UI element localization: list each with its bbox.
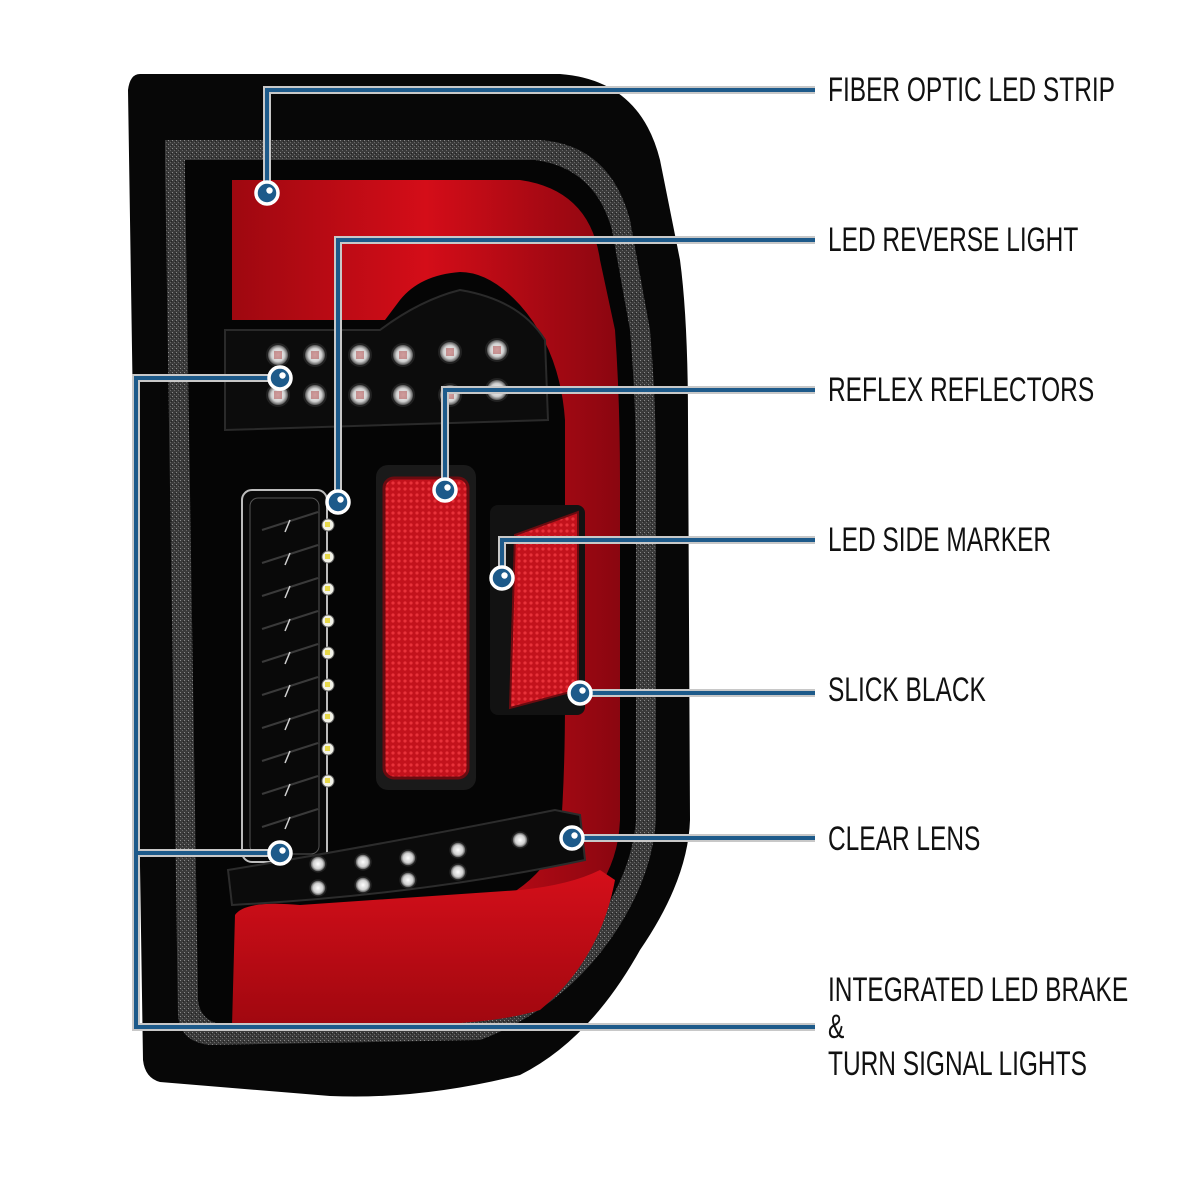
label-clear-lens: CLEAR LENS [828, 820, 981, 858]
light-bar-bottom [232, 870, 615, 1026]
led [511, 831, 529, 849]
label-led-side-marker: LED SIDE MARKER [828, 521, 1052, 559]
side-marker [490, 505, 585, 715]
label-integrated-led-brake-turn-signal: INTEGRATED LED BRAKE & TURN SIGNAL LIGHT… [828, 971, 1129, 1083]
reverse-highlight [284, 618, 291, 632]
led-chip [311, 351, 319, 359]
callout-dot-icon [567, 680, 593, 706]
led-chip [446, 348, 454, 356]
dot-highlight [279, 847, 286, 854]
reverse-highlight [284, 684, 291, 698]
reverse-highlight [284, 816, 291, 830]
reverse-led-chip [325, 618, 330, 623]
reverse-led-chip [325, 714, 330, 719]
reverse-led-chip [325, 778, 330, 783]
reverse-light-panel [241, 489, 335, 863]
dot-highlight [579, 687, 586, 694]
leader-fiber-optic [265, 88, 815, 193]
reverse-highlight [284, 783, 291, 797]
led [309, 879, 327, 897]
callout-dots [254, 180, 593, 866]
reverse-led-chip [325, 650, 330, 655]
led-chip [356, 391, 364, 399]
label-reflex-reflectors: REFLEX REFLECTORS [828, 371, 1095, 409]
reverse-led-chip [325, 554, 330, 559]
reflex-reflector [376, 465, 476, 790]
callout-dot-icon [489, 565, 515, 591]
dot-slick-black [567, 680, 593, 706]
reverse-led-chip [325, 682, 330, 687]
led-chip [446, 391, 454, 399]
lower-led-cluster [226, 808, 587, 907]
reverse-led-chip [325, 746, 330, 751]
callout-dot-icon [267, 840, 293, 866]
leader-integrated-a [134, 376, 815, 1029]
led-chip [274, 351, 282, 359]
label-fiber-optic-led-strip: FIBER OPTIC LED STRIP [828, 71, 1116, 109]
reverse-highlight [284, 519, 291, 533]
reverse-highlight [284, 585, 291, 599]
led [309, 855, 327, 873]
led [449, 841, 467, 859]
upper-led-cluster [224, 288, 550, 432]
dot-integrated-lower [267, 840, 293, 866]
callout-dot-icon [267, 365, 293, 391]
led-chip [311, 391, 319, 399]
reverse-led-chip [325, 586, 330, 591]
dot-reverse [325, 489, 351, 515]
label-slick-black: SLICK BLACK [828, 671, 986, 709]
reverse-highlight [284, 750, 291, 764]
dot-highlight [266, 187, 273, 194]
dot-highlight [444, 484, 451, 491]
led [449, 863, 467, 881]
dot-clear-lens [559, 825, 585, 851]
dot-reflex [432, 477, 458, 503]
dot-highlight [571, 832, 578, 839]
reverse-highlight [284, 717, 291, 731]
dot-side-marker [489, 565, 515, 591]
led [399, 871, 417, 889]
dot-highlight [279, 372, 286, 379]
led-chip [493, 346, 501, 354]
led [354, 876, 372, 894]
leader-reflex [443, 388, 815, 490]
label-led-reverse-light: LED REVERSE LIGHT [828, 221, 1079, 259]
dot-highlight [501, 572, 508, 579]
dot-highlight [337, 496, 344, 503]
led-chip [399, 351, 407, 359]
dot-integrated-upper [267, 365, 293, 391]
dot-fiber-optic [254, 180, 280, 206]
reverse-led-chip [325, 522, 330, 527]
led [399, 849, 417, 867]
callout-dot-icon [325, 489, 351, 515]
led [354, 853, 372, 871]
led-chip [274, 391, 282, 399]
reverse-highlight [284, 651, 291, 665]
led-chip [399, 391, 407, 399]
callout-dot-icon [254, 180, 280, 206]
leader-reverse [336, 238, 815, 502]
callout-dot-icon [432, 477, 458, 503]
reverse-highlight [284, 552, 291, 566]
callout-dot-icon [559, 825, 585, 851]
led-chip [356, 351, 364, 359]
